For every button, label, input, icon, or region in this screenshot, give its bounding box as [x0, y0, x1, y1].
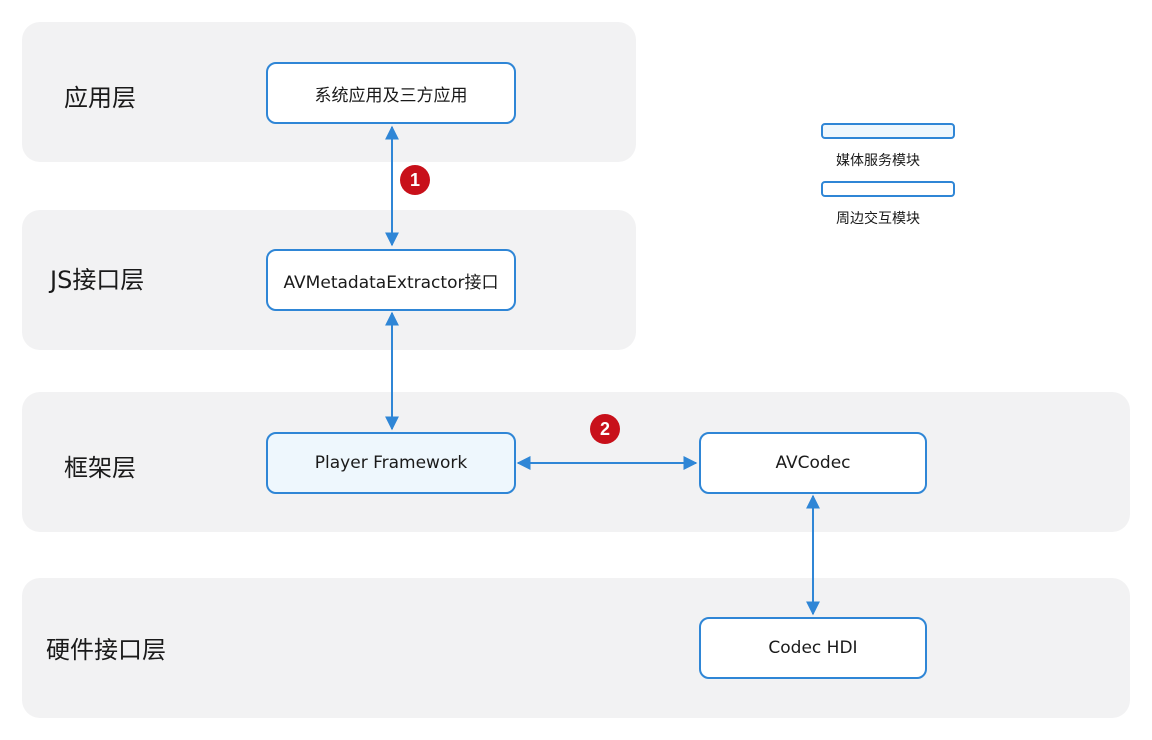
- hardware-interface-layer-label: 硬件接口层: [46, 636, 166, 664]
- codec-hdi-box: Codec HDI: [699, 617, 927, 679]
- step-2-badge: 2: [590, 414, 620, 444]
- legend-peripheral-label: 周边交互模块: [836, 211, 920, 227]
- legend-media-service-swatch: [821, 123, 955, 139]
- legend-media-service-label: 媒体服务模块: [836, 153, 920, 169]
- system-apps-box: 系统应用及三方应用: [266, 62, 516, 124]
- avcodec-box: AVCodec: [699, 432, 927, 494]
- legend-peripheral-swatch: [821, 181, 955, 197]
- hardware-interface-layer-band: [22, 578, 1130, 718]
- avmetadata-extractor-box: AVMetadataExtractor接口: [266, 249, 516, 311]
- player-framework-box: Player Framework: [266, 432, 516, 494]
- step-1-badge: 1: [400, 165, 430, 195]
- js-interface-layer-label: JS接口层: [50, 266, 145, 294]
- application-layer-label: 应用层: [64, 84, 136, 112]
- framework-layer-label: 框架层: [64, 454, 136, 482]
